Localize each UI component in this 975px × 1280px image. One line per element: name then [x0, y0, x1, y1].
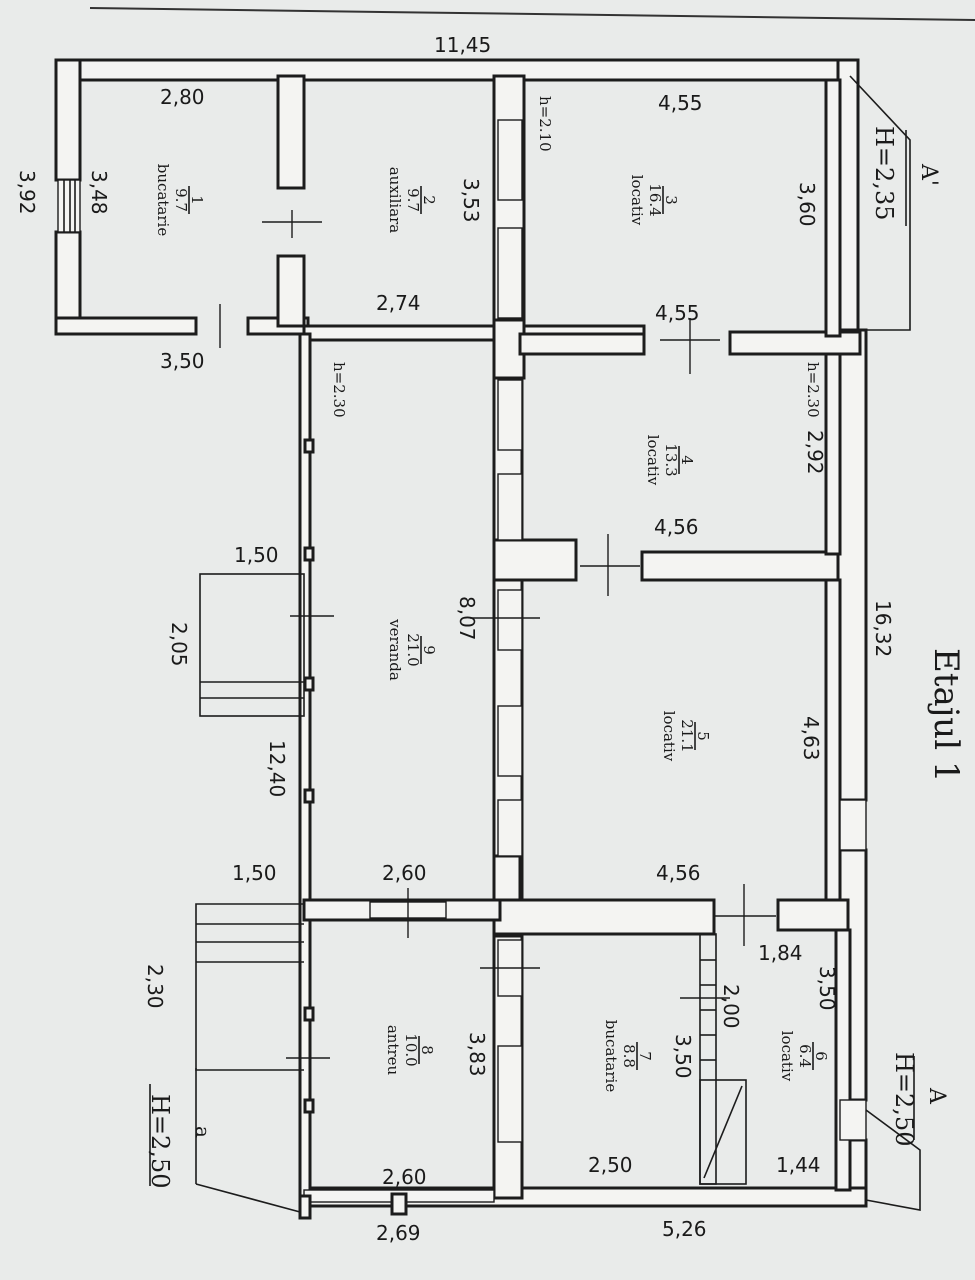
door-marks [219, 210, 776, 1059]
dimension-veranda-len: 12,40 [265, 740, 289, 797]
room-area: 16.4 [646, 183, 664, 216]
veranda-wall-posts [298, 438, 315, 1220]
dimension-left-outer: 3,92 [15, 170, 39, 215]
dimension-stair1-w: 1,50 [234, 543, 279, 567]
section-arrows [149, 75, 921, 1211]
room-number: 9 [420, 645, 438, 655]
dimension-stair1-l: 2,05 [167, 622, 191, 667]
dimension-top-total: 11,45 [434, 33, 491, 57]
plan-title: Etajul 1 [926, 648, 966, 783]
dimensions: 11,45 3,92 2,80 3,48 3,50 3,53 2,74 4,55 3,60 4,5… [15, 33, 895, 1245]
section-height-top: H=2,35 [870, 126, 898, 220]
room-number: 6 [812, 1051, 830, 1061]
room-name: bucatarie [602, 1020, 620, 1093]
room-name: bucatarie [154, 164, 172, 237]
window-room6 [839, 1099, 867, 1141]
dimension-r1-bottom: 3,50 [160, 349, 205, 373]
inner-walls [276, 74, 862, 1200]
dimension-bottom-left: 2,69 [376, 1221, 421, 1245]
room-name: locativ [660, 711, 678, 762]
dimension-center: 8,07 [455, 596, 479, 641]
room-name: antreu [384, 1025, 402, 1076]
dimension-r7-b: 3,50 [671, 1034, 695, 1079]
dimension-r8-h: 3,83 [465, 1032, 489, 1077]
stair-upper [199, 573, 305, 717]
dimension-r1-h: 3,48 [87, 170, 111, 215]
dimension-r6-b: 3,50 [815, 966, 839, 1011]
height-room3: h=2.10 [536, 96, 554, 152]
room-number: 8 [418, 1045, 436, 1055]
window-room3-a [497, 119, 523, 201]
room-number: 2 [420, 195, 438, 205]
dimension-r3-right: 3,60 [795, 182, 819, 227]
dimension-r6-bottom: 1,44 [776, 1153, 821, 1177]
room-area: 10.0 [402, 1033, 420, 1066]
dimension-r4-right: 2,92 [803, 430, 827, 475]
dimension-r3-top: 4,55 [658, 91, 703, 115]
room-area: 21.0 [404, 633, 422, 666]
room-area: 6.4 [796, 1044, 814, 1068]
dimension-r4-bottom: 4,56 [654, 515, 699, 539]
room-area: 13.3 [662, 443, 680, 476]
dimension-right-total: 16,32 [871, 600, 895, 657]
room-area: 21.1 [678, 719, 696, 752]
dimension-r3-bottom: 4,55 [655, 301, 700, 325]
dimension-r6-a: 1,84 [758, 941, 803, 965]
window-room1 [57, 179, 81, 233]
dimension-r5-bottom: 4,56 [656, 861, 701, 885]
dimension-stair2-w: 1,50 [232, 861, 277, 885]
dimension-r5-right: 4,63 [799, 716, 823, 761]
room-name: auxiliara [386, 167, 404, 234]
room-name: locativ [778, 1031, 796, 1082]
windows [57, 119, 867, 1216]
section-mark-small-a: a [191, 1126, 215, 1138]
room-number: 4 [678, 455, 696, 465]
room-number: 1 [188, 195, 206, 205]
dimension-bottom-right: 5,26 [662, 1217, 707, 1241]
dimension-stair2-l: 2,30 [143, 964, 167, 1009]
room-name: locativ [644, 435, 662, 486]
room-area: 8.8 [620, 1044, 638, 1068]
room-area: 9.7 [172, 188, 190, 212]
window-room5 [839, 799, 867, 851]
dimension-door-top: 2,60 [382, 861, 427, 885]
room-name: veranda [386, 618, 404, 681]
dimension-r7-bottom: 2,50 [588, 1153, 633, 1177]
room-number: 5 [694, 731, 712, 741]
dimension-r2-w: 2,74 [376, 291, 421, 315]
room-number: 3 [662, 195, 680, 205]
section-height-left: H=2,50 [146, 1094, 174, 1188]
dimension-r2-h: 3,53 [459, 178, 483, 223]
section-mark-a-prime: A' [916, 163, 941, 186]
dimension-r7-a: 2,00 [719, 984, 743, 1029]
room-number: 7 [636, 1051, 654, 1061]
dimension-r1-w: 2,80 [160, 85, 205, 109]
stair-lower [195, 903, 304, 1213]
dimension-door-bottom: 2,60 [382, 1165, 427, 1189]
height-veranda: h=2.30 [330, 362, 348, 418]
interior-stair [699, 933, 747, 1185]
height-room4: h=2.30 [804, 362, 822, 418]
section-mark-a: A [924, 1087, 949, 1105]
room-area: 9.7 [404, 188, 422, 212]
room-name: locativ [628, 175, 646, 226]
paper-edge [89, 7, 975, 21]
section-height-right: H=2,50 [890, 1052, 918, 1146]
